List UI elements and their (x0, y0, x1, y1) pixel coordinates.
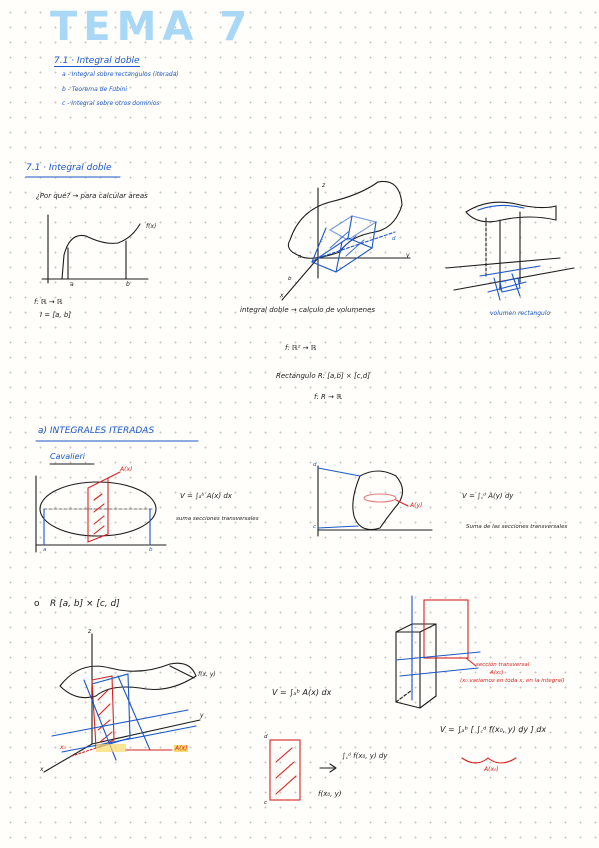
area-x-label: A(x) (120, 466, 133, 473)
iterated-heading: a) INTEGRALES ITERADAS (38, 426, 155, 436)
fixed-note: (x₀ variamos en toda x, en la integral) (460, 678, 565, 684)
map-r2: f: ℝ² → ℝ (285, 344, 317, 352)
cav-tick-d: d (313, 462, 317, 468)
label-c: c (320, 238, 324, 244)
cavalieri-y-figure (317, 465, 433, 537)
tick-a: a (70, 281, 74, 288)
cav-tick-c: c (313, 524, 317, 530)
label-d: d (392, 236, 396, 242)
ax0-label: A(x₀) (490, 670, 504, 676)
map-f: f: ℝ → ℝ (34, 298, 63, 306)
surface-label: f(x, y) (198, 671, 216, 678)
label-b: b (288, 276, 292, 282)
map-rr: f: R → ℝ (314, 393, 342, 401)
index-item-b: b - Teorema de Fubini (62, 86, 128, 93)
s3-axis-y: y (200, 712, 204, 719)
s3-formula-v: V = ∫ₐᵇ A(x) dx (272, 688, 332, 697)
cavalieri-label: Cavalieri (50, 452, 86, 461)
rect-bullet: R [a, b] × [c, d] (50, 599, 120, 609)
cavalieri-x-figure (35, 471, 167, 553)
f-x0-y: f(x₀, y) (318, 790, 342, 798)
note-x: suma secciones transversales (176, 516, 259, 522)
interval: I = [a, b] (40, 311, 72, 319)
index-item-a: a - Integral sobre rectangulos (iterada) (62, 71, 179, 78)
double-integral-note: integral doble → calculo de volumenes (240, 306, 376, 314)
page-title: TEMA 7 (50, 4, 254, 50)
section-note: sección transversal (476, 662, 530, 668)
s3-area-x: A(x) (174, 745, 189, 752)
volume-rect-label: volumen rectangulo (490, 310, 551, 317)
label-a: a (298, 254, 302, 260)
section1-heading: 7.1 · Integral doble (26, 163, 112, 173)
full-formula: V = ∫ₐᵇ [ ∫꜀ᵈ f(x₀, y) dy ] dx (440, 725, 547, 734)
iterated-3d-figure (43, 633, 201, 773)
formula-x: V = ∫ₐᵇ A(x) dx (180, 492, 232, 500)
surface-3d (281, 180, 411, 301)
axis-x: x (280, 292, 284, 299)
rectangle-def: Rectangulo R: [a,b] × [c,d] (276, 372, 370, 380)
x0-label: x₀ (60, 744, 66, 751)
s3-axis-z: z (88, 628, 92, 635)
slice-c: c (264, 800, 268, 806)
section-box-figure (395, 595, 481, 709)
graph-f-label: f(x) (146, 223, 157, 230)
s3-axis-x: x (40, 766, 44, 773)
volume-box-3d (445, 201, 575, 301)
axis-z: z (322, 182, 326, 189)
bullet-icon: o (34, 599, 40, 609)
area-y-label: A(y) (410, 502, 423, 509)
index-item-c: c - Integral sobre otros dominios (62, 100, 160, 107)
note-y: Suma de las secciones transversales (466, 524, 568, 530)
slice-d: d (264, 734, 268, 740)
cav-tick-b: b (149, 547, 153, 553)
s3-area-x-text: A(x) (174, 745, 189, 752)
why-question: ¿Por qué? → para calcular areas (36, 192, 148, 200)
area-graph (41, 214, 149, 284)
ax0-brace-label: A(x₀) (484, 766, 499, 773)
formula-y: V = ∫꜀ᵈ A(y) dy (462, 492, 514, 500)
slice-rectangle (269, 739, 337, 801)
tick-b: b (126, 281, 130, 288)
inner-integral: ∫꜀ᵈ f(x₀, y) dy (342, 752, 388, 760)
index-heading: 7.1 · Integral doble (54, 56, 140, 67)
axis-y: y (406, 252, 410, 259)
cav-tick-a: a (43, 547, 47, 553)
